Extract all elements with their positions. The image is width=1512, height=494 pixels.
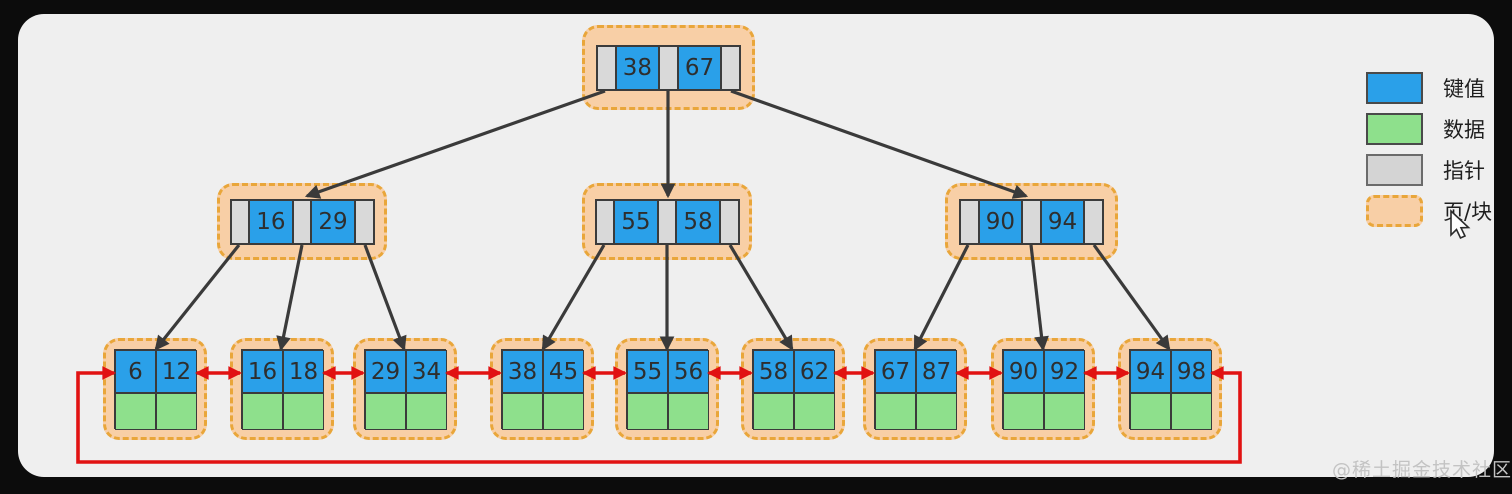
leaf-node: 6 12 bbox=[114, 349, 197, 430]
data-cell bbox=[794, 393, 835, 430]
pointer-cell bbox=[292, 199, 312, 244]
internal-node: 16 29 bbox=[229, 198, 375, 245]
key-cell: 90 bbox=[1003, 350, 1044, 393]
leaf-page-2: 16 18 bbox=[230, 338, 334, 440]
pointer-cell bbox=[595, 199, 615, 244]
watermark: @稀土掘金技术社区 bbox=[1332, 459, 1512, 481]
legend-row-data: 数据 bbox=[1366, 112, 1492, 145]
leaf-page-9: 94 98 bbox=[1118, 338, 1222, 440]
key-cell: 94 bbox=[1040, 199, 1085, 244]
key-cell: 67 bbox=[677, 45, 722, 90]
data-cell bbox=[543, 393, 584, 430]
legend: 键值 数据 指针 页/块 bbox=[1366, 71, 1492, 227]
pointer-cell bbox=[719, 199, 739, 244]
key-cell: 55 bbox=[614, 199, 658, 244]
pointer-cell bbox=[1084, 199, 1103, 244]
key-cell: 16 bbox=[242, 350, 283, 393]
leaf-page-4: 38 45 bbox=[490, 338, 594, 440]
leaf-page-3: 29 34 bbox=[353, 338, 457, 440]
internal-node: 90 94 bbox=[959, 198, 1104, 245]
legend-row-page: 页/块 bbox=[1366, 194, 1492, 227]
key-swatch bbox=[1366, 71, 1423, 104]
legend-label-key: 键值 bbox=[1443, 76, 1485, 101]
data-cell bbox=[242, 393, 283, 430]
data-cell bbox=[1044, 393, 1085, 430]
key-cell: 62 bbox=[794, 350, 835, 393]
page-swatch bbox=[1366, 194, 1423, 227]
data-cell bbox=[283, 393, 324, 430]
pointer-cell bbox=[354, 199, 374, 244]
data-cell bbox=[916, 393, 957, 430]
data-swatch bbox=[1366, 112, 1423, 145]
key-cell: 67 bbox=[875, 350, 916, 393]
pointer-cell bbox=[597, 45, 616, 90]
key-cell: 92 bbox=[1044, 350, 1085, 393]
data-cell bbox=[1003, 393, 1044, 430]
leaf-node: 94 98 bbox=[1129, 349, 1212, 430]
pointer-swatch bbox=[1366, 153, 1423, 186]
key-cell: 34 bbox=[406, 350, 447, 393]
pointer-cell bbox=[230, 199, 250, 244]
leaf-node: 55 56 bbox=[626, 349, 709, 430]
leaf-node: 67 87 bbox=[874, 349, 957, 430]
legend-label-data: 数据 bbox=[1443, 117, 1485, 142]
leaf-page-1: 6 12 bbox=[103, 338, 207, 440]
leaf-page-7: 67 87 bbox=[863, 338, 967, 440]
key-cell: 12 bbox=[156, 350, 197, 393]
key-cell: 58 bbox=[676, 199, 720, 244]
key-cell: 16 bbox=[249, 199, 293, 244]
key-cell: 38 bbox=[502, 350, 543, 393]
pointer-cell bbox=[657, 199, 677, 244]
internal-page-1: 16 29 bbox=[217, 183, 387, 260]
key-cell: 29 bbox=[311, 199, 355, 244]
pointer-cell bbox=[1022, 199, 1041, 244]
data-cell bbox=[668, 393, 709, 430]
pointer-cell bbox=[721, 45, 740, 90]
internal-page-3: 90 94 bbox=[945, 183, 1118, 260]
key-cell: 55 bbox=[627, 350, 668, 393]
legend-row-pointer: 指针 bbox=[1366, 153, 1492, 186]
internal-node: 55 58 bbox=[594, 198, 740, 245]
data-cell bbox=[627, 393, 668, 430]
key-cell: 38 bbox=[615, 45, 660, 90]
legend-label-pointer: 指针 bbox=[1443, 158, 1485, 183]
leaf-node: 58 62 bbox=[752, 349, 835, 430]
key-cell: 29 bbox=[365, 350, 406, 393]
key-cell: 87 bbox=[916, 350, 957, 393]
legend-label-page: 页/块 bbox=[1443, 199, 1493, 224]
data-cell bbox=[753, 393, 794, 430]
internal-page-2: 55 58 bbox=[582, 183, 752, 260]
key-cell: 56 bbox=[668, 350, 709, 393]
key-cell: 18 bbox=[283, 350, 324, 393]
data-cell bbox=[365, 393, 406, 430]
pointer-cell bbox=[659, 45, 678, 90]
pointer-cell bbox=[960, 199, 979, 244]
legend-row-key: 键值 bbox=[1366, 71, 1492, 104]
key-cell: 58 bbox=[753, 350, 794, 393]
key-cell: 45 bbox=[543, 350, 584, 393]
data-cell bbox=[1171, 393, 1212, 430]
leaf-page-5: 55 56 bbox=[615, 338, 719, 440]
leaf-node: 16 18 bbox=[241, 349, 324, 430]
data-cell bbox=[875, 393, 916, 430]
key-cell: 90 bbox=[978, 199, 1023, 244]
leaf-page-8: 90 92 bbox=[991, 338, 1095, 440]
leaf-node: 29 34 bbox=[364, 349, 447, 430]
leaf-node: 90 92 bbox=[1002, 349, 1085, 430]
root-page: 38 67 bbox=[582, 25, 755, 110]
data-cell bbox=[115, 393, 156, 430]
data-cell bbox=[156, 393, 197, 430]
key-cell: 6 bbox=[115, 350, 156, 393]
key-cell: 98 bbox=[1171, 350, 1212, 393]
data-cell bbox=[502, 393, 543, 430]
leaf-node: 38 45 bbox=[501, 349, 584, 430]
key-cell: 94 bbox=[1130, 350, 1171, 393]
leaf-page-6: 58 62 bbox=[741, 338, 845, 440]
data-cell bbox=[1130, 393, 1171, 430]
data-cell bbox=[406, 393, 447, 430]
root-node: 38 67 bbox=[596, 44, 741, 91]
